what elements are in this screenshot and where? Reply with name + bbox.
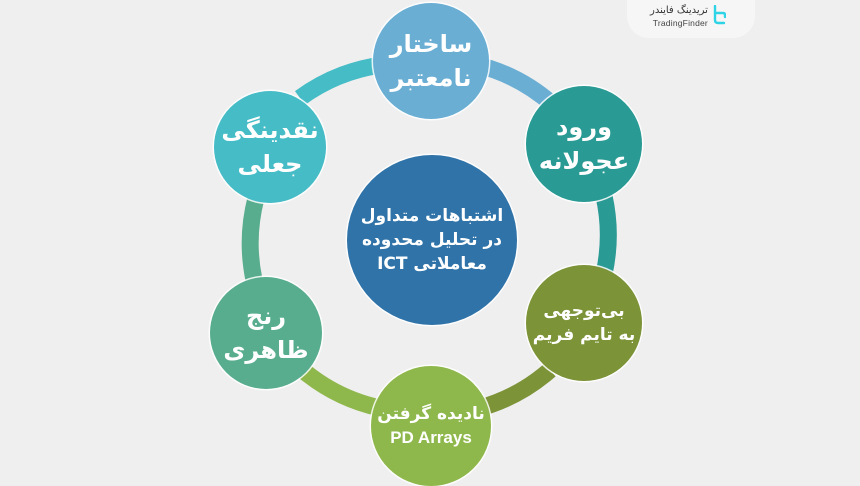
node-label-line-1: نادیده گرفتن [377,404,485,424]
tradingfinder-logo-icon [712,4,727,29]
connector-topright-bottomright [595,194,617,276]
connector-bottomright-bottom [477,363,556,417]
node-label-line-2: عجولانه [538,147,630,175]
node-label-line-2: به تایم فریم [532,325,636,345]
node-label-line-1: بی‌توجهی [543,301,625,321]
brand-name-fa: تریدینگ فایندر [650,5,708,17]
node-fake-liquidity: نقدینگی جعلی [214,91,326,203]
node-label-line-2: ظاهری [223,336,309,364]
connector-bottom-bottomleft [299,365,382,417]
node-label-line-1: ساختار [389,30,473,58]
node-apparent-range: رنج ظاهری [210,277,322,389]
node-label-line-1: رنج [245,302,287,330]
node-ignoring-timeframe: بی‌توجهی به تایم فریم [526,265,642,381]
center-title-line-1: اشتباهات متداول [360,206,504,226]
brand-name-en: TradingFinder [652,18,708,29]
node-label-line-2: PD Arrays [390,428,472,447]
center-node: اشتباهات متداول در تحلیل محدوده معاملاتی… [347,155,517,325]
node-hasty-entry: ورود عجولانه [526,86,642,202]
connector-bottomleft-topleft [241,195,265,282]
brand-tab-background [627,0,755,38]
node-label-line-2: جعلی [237,150,303,178]
node-label-line-1: نقدینگی [221,116,319,144]
center-title-line-2: در تحلیل محدوده [362,230,502,250]
center-title-line-3: معاملاتی ICT [377,254,487,274]
node-ignoring-pd-arrays: نادیده گرفتن PD Arrays [371,366,491,486]
node-label-line-2: نامعتبر [390,64,472,92]
node-invalid-structure: ساختار نامعتبر [373,3,489,119]
node-label-line-1: ورود [556,113,612,141]
brand-text: تریدینگ فایندر TradingFinder [650,6,708,28]
brand-logo: تریدینگ فایندر TradingFinder [650,4,727,29]
